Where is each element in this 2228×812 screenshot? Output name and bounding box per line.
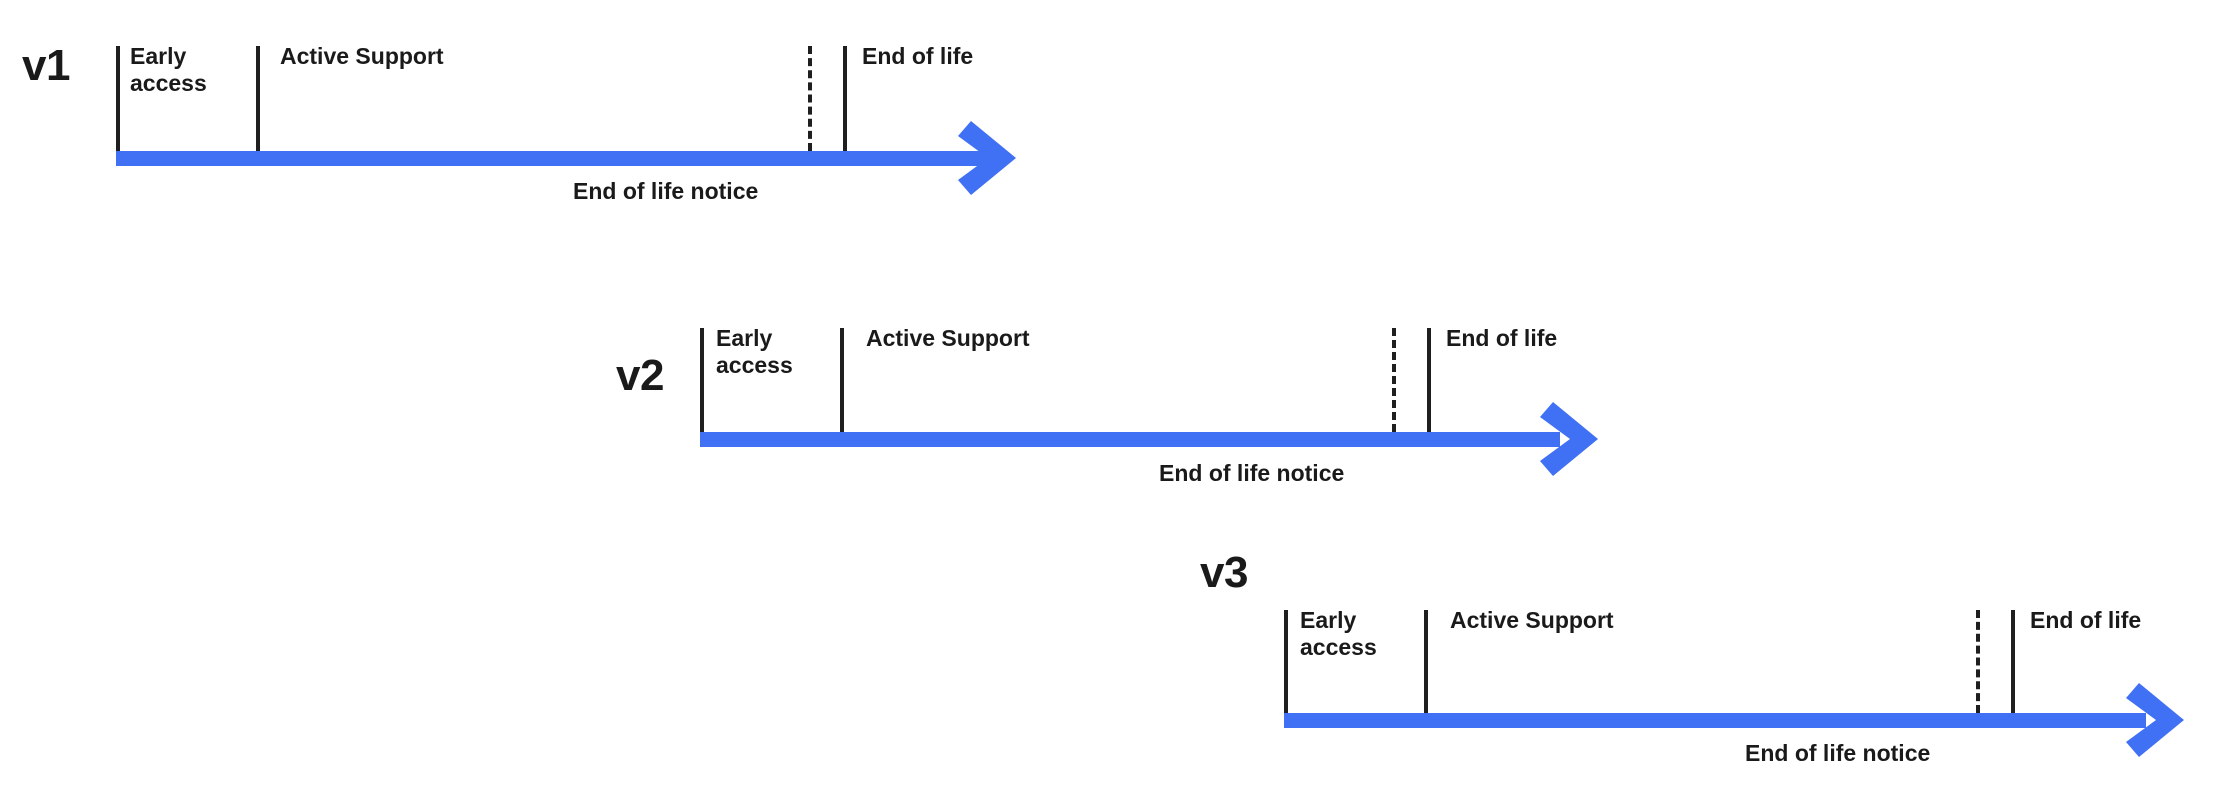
version-label-v2: v2 xyxy=(616,351,664,400)
version-label-v3: v3 xyxy=(1200,548,1248,597)
phase-label-active-support-v3: Active Support xyxy=(1450,607,1614,633)
phase-label-active-support-v2: Active Support xyxy=(866,325,1030,351)
phase-divider-solid-1 xyxy=(1424,610,1428,713)
phase-divider-solid-0 xyxy=(1284,610,1288,713)
phase-divider-dashed-2 xyxy=(808,46,812,151)
phase-divider-solid-1 xyxy=(840,328,844,432)
phase-divider-solid-0 xyxy=(116,46,120,151)
phase-divider-dashed-2 xyxy=(1976,610,1980,713)
timeline-bar-v1 xyxy=(116,151,996,166)
end-of-life-notice-v1: End of life notice xyxy=(573,178,759,204)
version-label-v1: v1 xyxy=(22,41,70,90)
phase-label-early-access-v2: Early access xyxy=(716,325,793,378)
phase-divider-solid-3 xyxy=(2011,610,2015,713)
phase-label-end-of-life-v3: End of life xyxy=(2030,607,2142,633)
phase-divider-solid-1 xyxy=(256,46,260,151)
timeline-bar-v2 xyxy=(700,432,1560,447)
end-of-life-notice-v3: End of life notice xyxy=(1745,740,1931,766)
phase-divider-dashed-2 xyxy=(1392,328,1396,432)
phase-label-early-access-v1: Early access xyxy=(130,43,207,96)
phase-divider-solid-3 xyxy=(1427,328,1431,432)
timeline-arrow-head-v1 xyxy=(958,121,1016,195)
phase-divider-solid-0 xyxy=(700,328,704,432)
phase-label-early-access-v3: Early access xyxy=(1300,607,1377,660)
timeline-arrow-head-v2 xyxy=(1540,402,1598,476)
timeline-arrow-head-v3 xyxy=(2126,683,2184,757)
phase-divider-solid-3 xyxy=(843,46,847,151)
phase-label-end-of-life-v2: End of life xyxy=(1446,325,1558,351)
end-of-life-notice-v2: End of life notice xyxy=(1159,460,1345,486)
phase-label-active-support-v1: Active Support xyxy=(280,43,444,69)
phase-label-end-of-life-v1: End of life xyxy=(862,43,974,69)
timeline-bar-v3 xyxy=(1284,713,2146,728)
